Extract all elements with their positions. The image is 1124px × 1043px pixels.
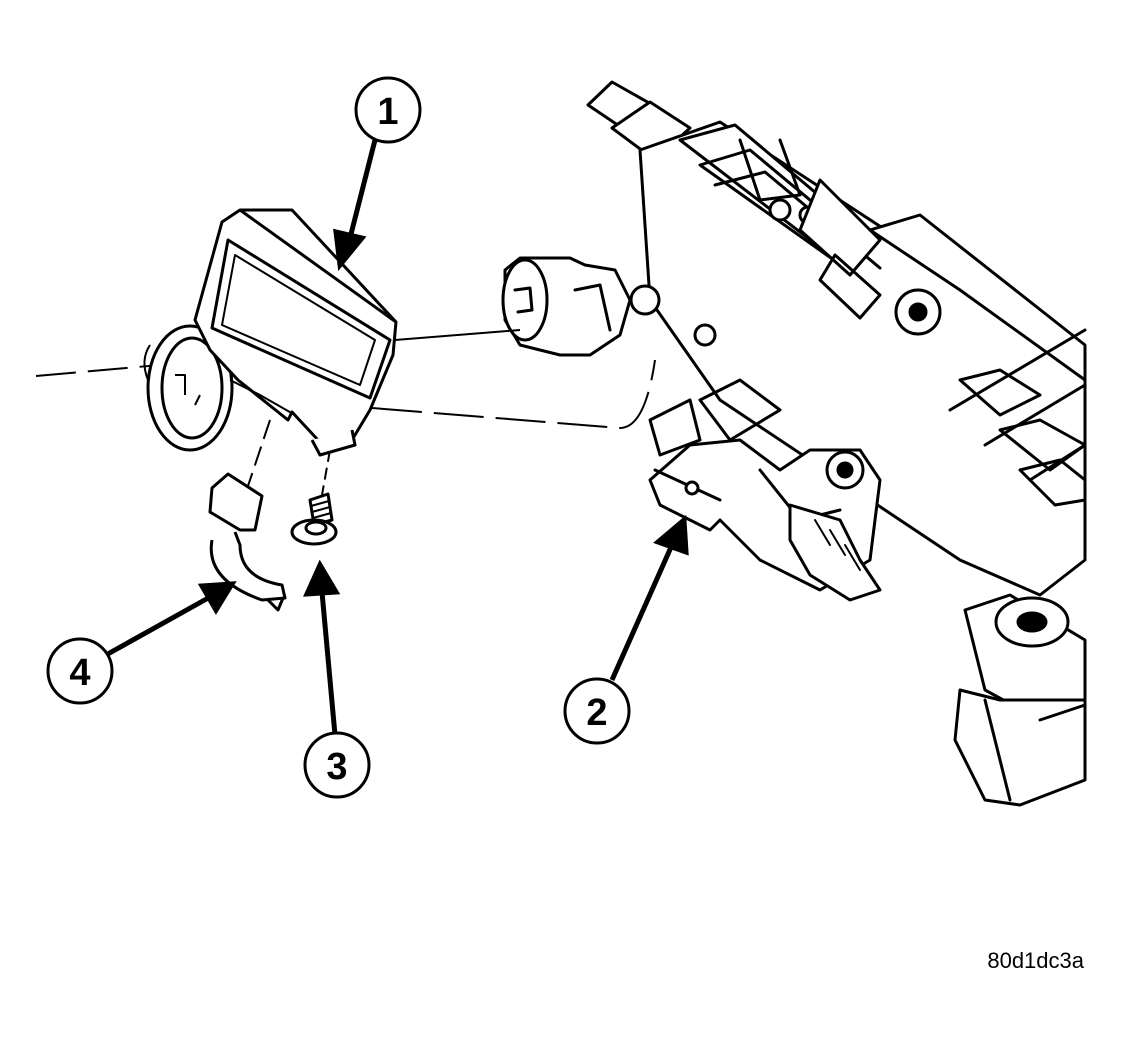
callout-2: 2 xyxy=(563,677,631,745)
arrowhead-4 xyxy=(197,581,237,615)
callout-label-4: 4 xyxy=(69,652,90,694)
callout-3: 3 xyxy=(303,731,371,799)
callout-label-2: 2 xyxy=(586,692,607,734)
module-assembly xyxy=(143,208,398,457)
leader-arrow-2 xyxy=(609,543,675,682)
callout-1: 1 xyxy=(354,76,422,144)
callout-circle-1 xyxy=(354,76,422,144)
module-to-column-line-upper xyxy=(394,329,521,341)
callout-circle-3 xyxy=(303,731,371,799)
callout-circle-2 xyxy=(563,677,631,745)
figure-id: 80d1dc3a xyxy=(987,948,1084,973)
leader-arrows xyxy=(104,139,689,736)
module-to-column-line-lower xyxy=(371,359,656,430)
connector-axis-line xyxy=(239,419,271,511)
callout-circle-4 xyxy=(46,637,114,705)
arrowhead-2 xyxy=(653,514,689,556)
callout-label-3: 3 xyxy=(326,746,347,788)
callout-4: 4 xyxy=(46,637,114,705)
callout-label-1: 1 xyxy=(377,91,398,133)
leader-arrow-1 xyxy=(347,139,378,239)
mounting-screw xyxy=(290,492,338,546)
screw-axis-line xyxy=(321,449,331,496)
arrowhead-3 xyxy=(303,559,341,597)
arrowhead-1 xyxy=(333,228,367,272)
steering-column-assembly xyxy=(501,80,1087,807)
leader-arrow-4 xyxy=(104,594,212,658)
leader-arrow-3 xyxy=(319,591,338,736)
cylinder-axis-line xyxy=(35,364,161,377)
